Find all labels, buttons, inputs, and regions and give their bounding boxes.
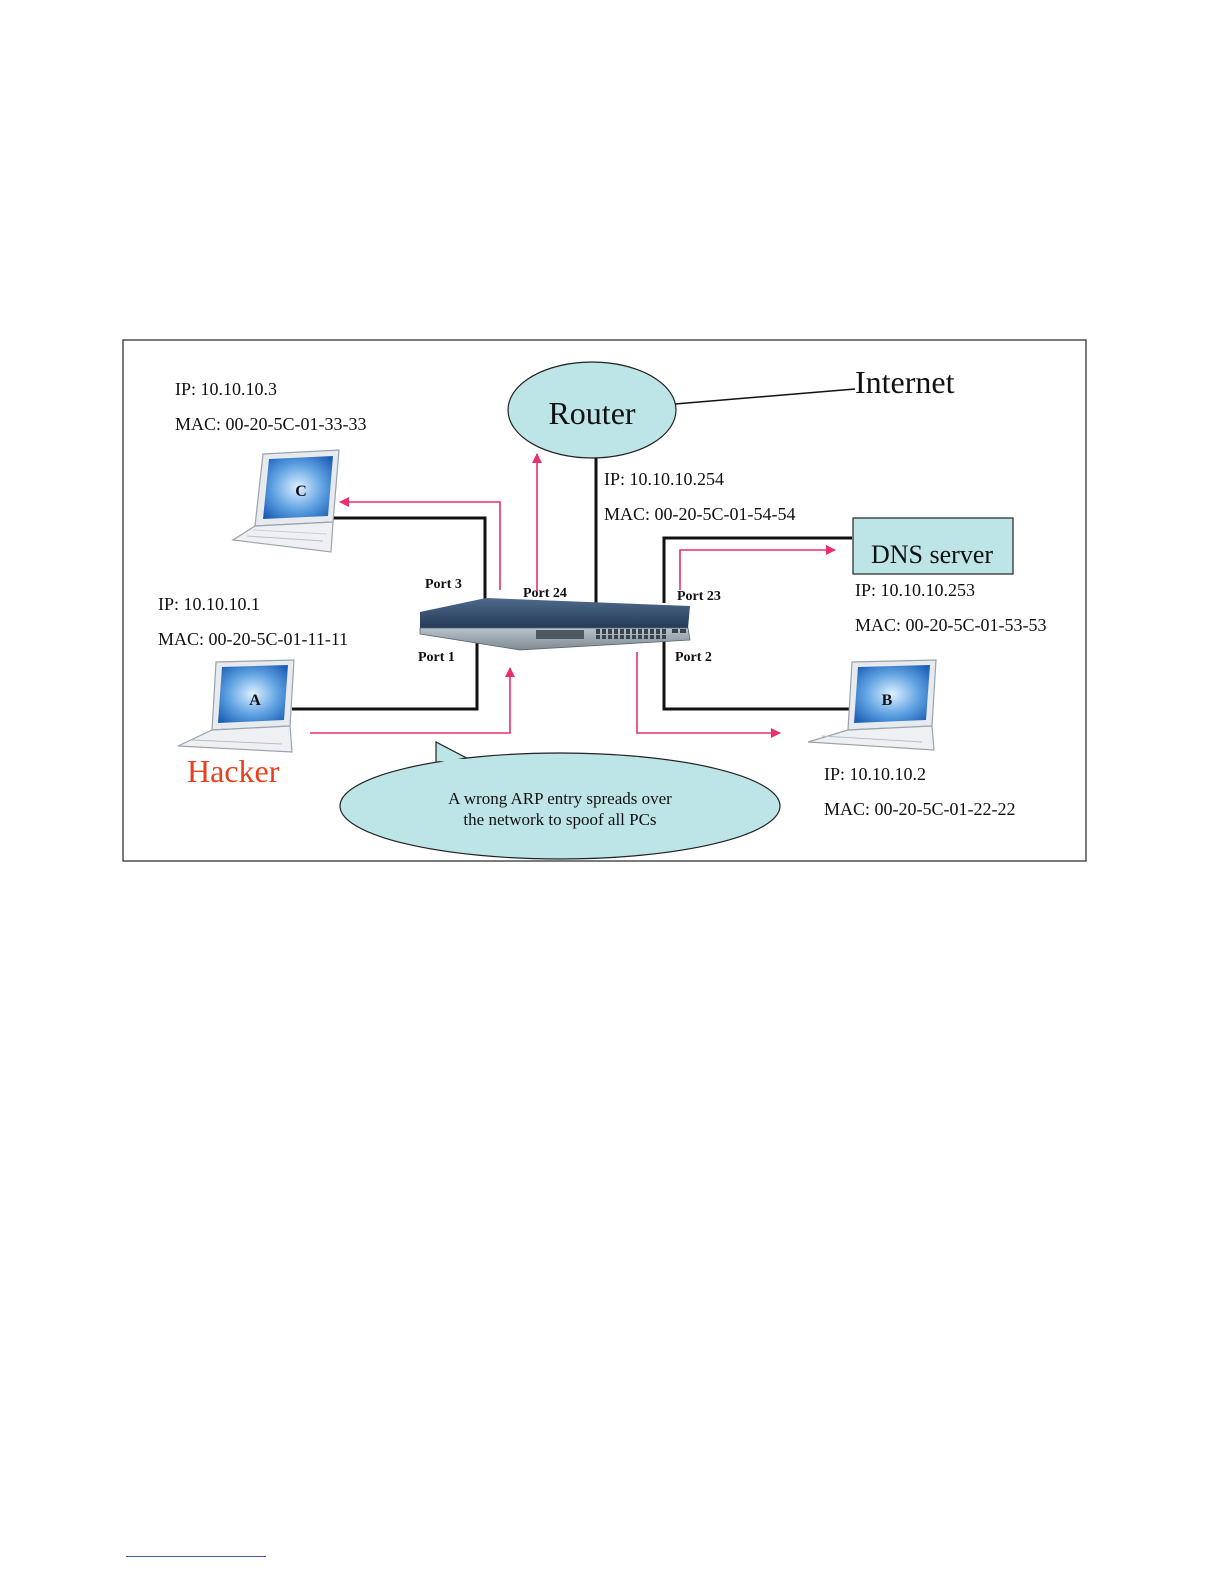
arrow-to-c [339, 497, 501, 590]
dns-mac: MAC: 00-20-5C-01-53-53 [855, 615, 1047, 635]
callout-line-2: the network to spoof all PCs [463, 810, 656, 829]
router-shape [507, 361, 677, 459]
callout-bubble: A wrong ARP entry spreads over the netwo… [339, 741, 781, 860]
dns-server: DNS server [852, 517, 1014, 575]
port-23-label: Port 23 [677, 589, 721, 604]
port-24-label: Port 24 [523, 586, 567, 601]
port-1-label: Port 1 [418, 650, 455, 665]
port-3-label: Port 3 [425, 577, 462, 592]
callout-line-1: A wrong ARP entry spreads over [448, 789, 672, 808]
link-router-internet [674, 388, 856, 405]
port-2-label: Port 2 [675, 650, 712, 665]
router-label: Router [548, 395, 635, 431]
pc-c-ip: IP: 10.10.10.3 [175, 379, 277, 399]
dns-server-label: DNS server [871, 540, 993, 569]
link-dns-port23 [662, 536, 852, 603]
router-ip: IP: 10.10.10.254 [604, 469, 724, 489]
arrow-to-b [636, 652, 781, 738]
arrow-to-dns [679, 545, 836, 590]
pc-a-ip: IP: 10.10.10.1 [158, 594, 260, 614]
arrow-hacker-to-switch [310, 667, 515, 734]
switch-icon [419, 598, 691, 651]
pc-c-mac: MAC: 00-20-5C-01-33-33 [175, 414, 367, 434]
laptop-b-icon: B [807, 659, 937, 751]
dns-ip: IP: 10.10.10.253 [855, 580, 975, 600]
spoof-arrows [310, 453, 836, 738]
link-a-port1 [292, 632, 479, 711]
link-c-port3 [332, 516, 487, 605]
laptop-a-icon: A [177, 659, 295, 753]
pc-b-ip: IP: 10.10.10.2 [824, 764, 926, 784]
router: Router [507, 361, 677, 459]
pc-a-mac: MAC: 00-20-5C-01-11-11 [158, 629, 348, 649]
laptop-b-letter: B [882, 692, 893, 709]
link-b-port2 [662, 640, 850, 711]
connection-lines [292, 458, 852, 711]
footer-rule [126, 1556, 266, 1557]
pc-b-mac: MAC: 00-20-5C-01-22-22 [824, 799, 1016, 819]
internet-label: Internet [855, 364, 955, 400]
laptop-a-letter: A [249, 692, 261, 709]
switch-top [420, 598, 690, 628]
hacker-label: Hacker [187, 753, 280, 789]
laptop-c-icon: C [231, 449, 340, 553]
laptop-c-letter: C [295, 483, 307, 500]
dns-server-box [852, 517, 1014, 575]
router-mac: MAC: 00-20-5C-01-54-54 [604, 504, 796, 524]
